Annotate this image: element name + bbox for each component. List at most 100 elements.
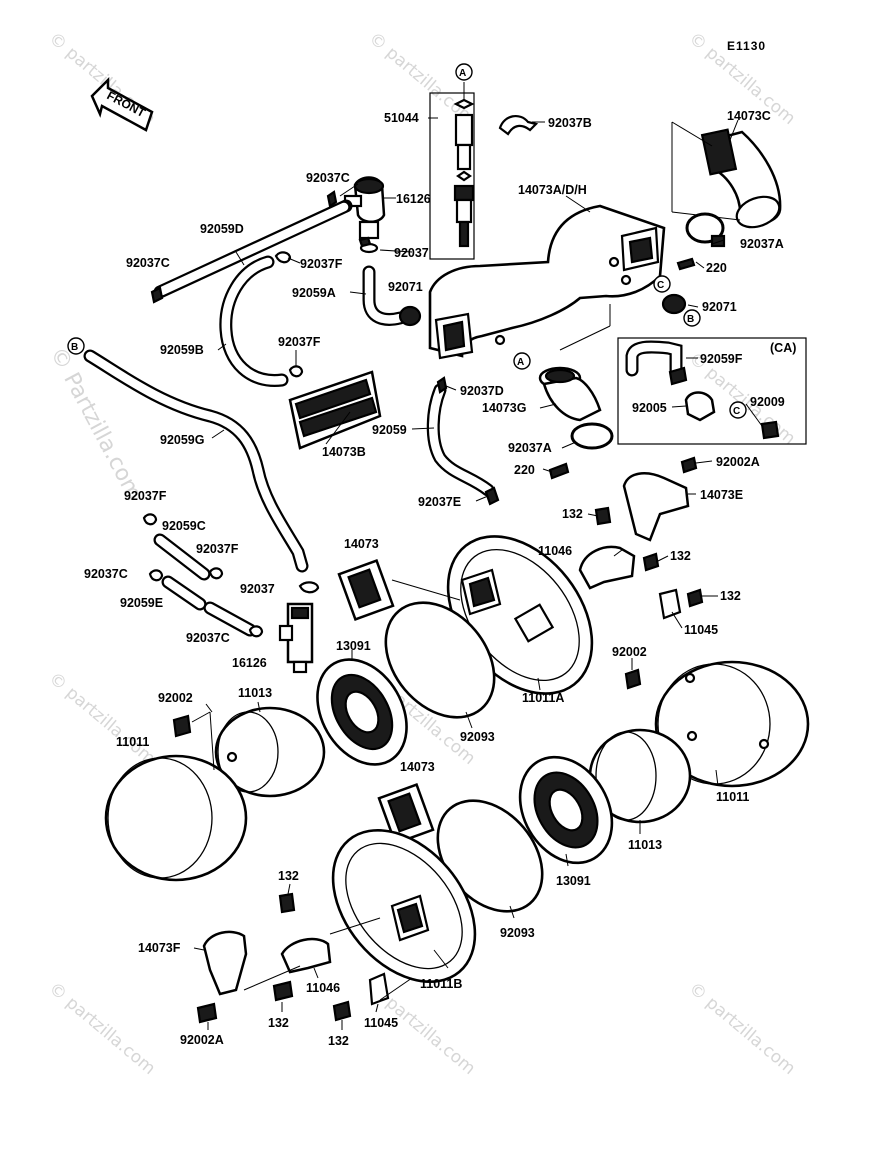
ca-group bbox=[617, 337, 807, 445]
part-label: 16126 bbox=[232, 656, 267, 670]
part-label: 92071 bbox=[388, 280, 423, 294]
part-label: 92005 bbox=[632, 401, 667, 415]
part-label: 92037C bbox=[306, 171, 350, 185]
svg-text:B: B bbox=[71, 342, 78, 353]
part-132-bolt-b bbox=[278, 892, 296, 914]
part-92071-grommet-right bbox=[661, 293, 687, 315]
leader-lines bbox=[191, 117, 763, 1030]
part-14073f-bracket bbox=[202, 930, 248, 996]
svg-text:A: A bbox=[459, 68, 466, 79]
part-label: 132 bbox=[670, 549, 691, 563]
part-label: 11013 bbox=[238, 686, 272, 700]
part-92037f-clip-b bbox=[208, 567, 224, 580]
callout-b: B bbox=[683, 309, 701, 327]
leader bbox=[243, 965, 301, 991]
part-label: 11011 bbox=[116, 735, 149, 749]
part-label: 14073G bbox=[482, 401, 526, 415]
part-labels: 51044 92037B 14073C 92037C 16126 14073A/… bbox=[84, 109, 796, 1048]
part-label: 14073F bbox=[138, 941, 181, 955]
callout-c: C bbox=[653, 275, 671, 293]
part-label: 11046 bbox=[306, 981, 340, 995]
watermark-large: © Partzilla.com bbox=[45, 343, 147, 505]
part-label: 92037C bbox=[126, 256, 170, 270]
part-11045-bracket bbox=[658, 588, 682, 620]
part-label: 92037F bbox=[196, 542, 239, 556]
part-label: 92037B bbox=[548, 116, 592, 130]
leader bbox=[391, 579, 461, 601]
part-label: 11011 bbox=[716, 790, 749, 804]
part-11011b-backplate bbox=[331, 829, 477, 983]
part-13091-element-b bbox=[518, 755, 614, 865]
part-92037d-clip bbox=[436, 376, 448, 394]
part-label: 11046 bbox=[538, 544, 572, 558]
part-132-bolt bbox=[642, 552, 660, 572]
part-label: 51044 bbox=[384, 111, 419, 125]
part-11046-bracket-b bbox=[280, 937, 332, 974]
part-14073e-bracket bbox=[622, 472, 690, 542]
part-132-bolt-c bbox=[272, 980, 294, 1002]
part-label: 92093 bbox=[460, 730, 495, 744]
part-14073-duct bbox=[337, 559, 395, 621]
part-label: 92059A bbox=[292, 286, 336, 300]
part-14073g-adapter bbox=[538, 366, 602, 422]
part-220-bolt bbox=[676, 257, 696, 271]
part-label: 92037 bbox=[240, 582, 275, 596]
part-14073c-duct bbox=[700, 128, 782, 229]
part-92002a-bolt bbox=[680, 456, 698, 474]
part-label: 92059D bbox=[200, 222, 244, 236]
part-label: 132 bbox=[562, 507, 583, 521]
part-92037e-clip bbox=[484, 486, 500, 506]
part-label: 92071 bbox=[702, 300, 737, 314]
part-label: 92009 bbox=[750, 395, 785, 409]
callout-a: A bbox=[455, 63, 473, 81]
part-14073-duct-b bbox=[377, 783, 435, 845]
part-220-bolt-mid bbox=[548, 462, 570, 480]
part-label: 13091 bbox=[556, 874, 591, 888]
part-11046-bracket bbox=[578, 545, 636, 590]
part-13091-element bbox=[316, 658, 408, 766]
part-label: 92059F bbox=[700, 352, 743, 366]
part-label: 92093 bbox=[500, 926, 535, 940]
part-label: 11045 bbox=[684, 623, 718, 637]
part-92037-clip bbox=[358, 236, 372, 248]
part-label: 92037A bbox=[508, 441, 552, 455]
part-label: 92037C bbox=[84, 567, 128, 581]
diagram-code: E1130 bbox=[727, 39, 766, 53]
part-16126-valve bbox=[343, 176, 386, 240]
part-14073a-duct bbox=[428, 204, 666, 360]
part-label: 92002A bbox=[716, 455, 760, 469]
part-label: 92037E bbox=[418, 495, 461, 509]
part-11011-cover-right bbox=[654, 660, 810, 788]
part-label: 11011A bbox=[522, 691, 564, 705]
part-label: 14073B bbox=[322, 445, 366, 459]
part-label: 92037C bbox=[186, 631, 230, 645]
part-92059d-hose bbox=[153, 199, 353, 299]
leader bbox=[559, 325, 611, 351]
part-label: 220 bbox=[706, 261, 727, 275]
svg-text:A: A bbox=[517, 357, 524, 368]
part-92059c-hose bbox=[153, 533, 211, 581]
part-label: 16126 bbox=[396, 192, 431, 206]
svg-text:B: B bbox=[687, 314, 694, 325]
part-92037c-clip-left bbox=[150, 286, 164, 304]
part-16126-valve-b bbox=[278, 602, 314, 674]
part-label: 92002 bbox=[158, 691, 193, 705]
part-51044-assembly bbox=[429, 82, 475, 260]
part-label: 92037F bbox=[124, 489, 167, 503]
part-label: 92059C bbox=[162, 519, 206, 533]
part-92059e-hose bbox=[161, 575, 257, 637]
part-132-bolt-d bbox=[332, 1000, 352, 1022]
part-label: (CA) bbox=[770, 341, 796, 355]
part-label: 132 bbox=[328, 1034, 349, 1048]
part-label: 13091 bbox=[336, 639, 371, 653]
part-label: 14073 bbox=[344, 537, 379, 551]
callout-b: B bbox=[67, 337, 85, 355]
leader bbox=[329, 917, 381, 935]
part-label: 11045 bbox=[364, 1016, 398, 1030]
part-92037c-clip bbox=[326, 190, 338, 208]
part-11011-cover-left bbox=[104, 754, 248, 882]
part-92059g-hose bbox=[83, 349, 309, 573]
part-label: 92059G bbox=[160, 433, 204, 447]
part-132-bolt bbox=[686, 588, 704, 608]
